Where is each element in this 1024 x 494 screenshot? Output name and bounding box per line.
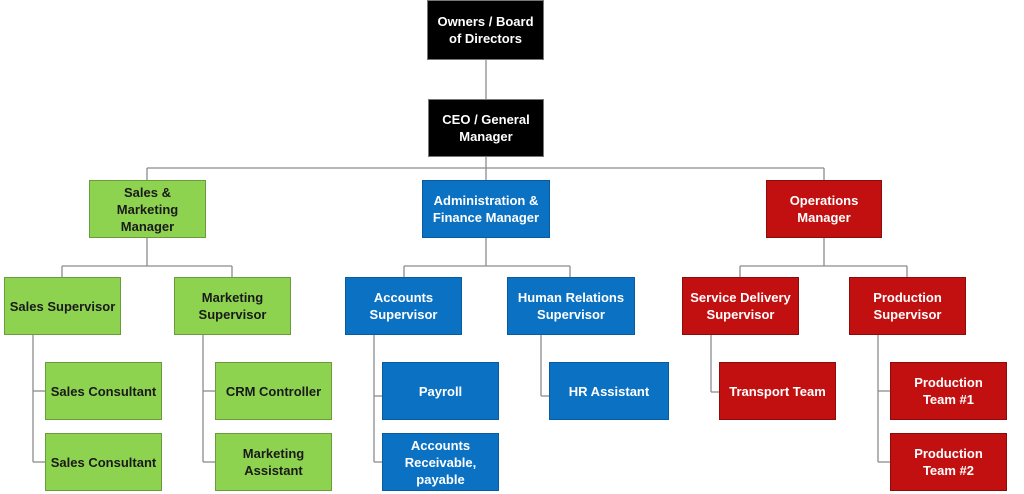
sales-marketing-manager-box: Sales & Marketing Manager [89, 180, 206, 238]
service-delivery-supervisor-box: Service Delivery Supervisor [682, 277, 799, 335]
transport-team-box: Transport Team [719, 362, 836, 420]
crm-controller-box: CRM Controller [215, 362, 332, 420]
ceo-box: CEO / General Manager [428, 99, 544, 157]
production-team-1-box: Production Team #1 [890, 362, 1007, 420]
owners-board-box: Owners / Board of Directors [427, 0, 544, 60]
production-team-2-box: Production Team #2 [890, 433, 1007, 491]
admin-finance-manager-box: Administration & Finance Manager [422, 180, 550, 238]
payroll-box: Payroll [382, 362, 499, 420]
accounts-receivable-payable-box: Accounts Receivable, payable [382, 433, 499, 491]
human-relations-supervisor-box: Human Relations Supervisor [507, 277, 635, 335]
production-supervisor-box: Production Supervisor [849, 277, 966, 335]
operations-manager-box: Operations Manager [766, 180, 882, 238]
marketing-assistant-box: Marketing Assistant [215, 433, 332, 491]
sales-supervisor-box: Sales Supervisor [4, 277, 121, 335]
hr-assistant-box: HR Assistant [549, 362, 669, 420]
sales-consultant-box: Sales Consultant [45, 362, 162, 420]
marketing-supervisor-box: Marketing Supervisor [174, 277, 291, 335]
accounts-supervisor-box: Accounts Supervisor [345, 277, 462, 335]
sales-consultant-box: Sales Consultant [45, 433, 162, 491]
